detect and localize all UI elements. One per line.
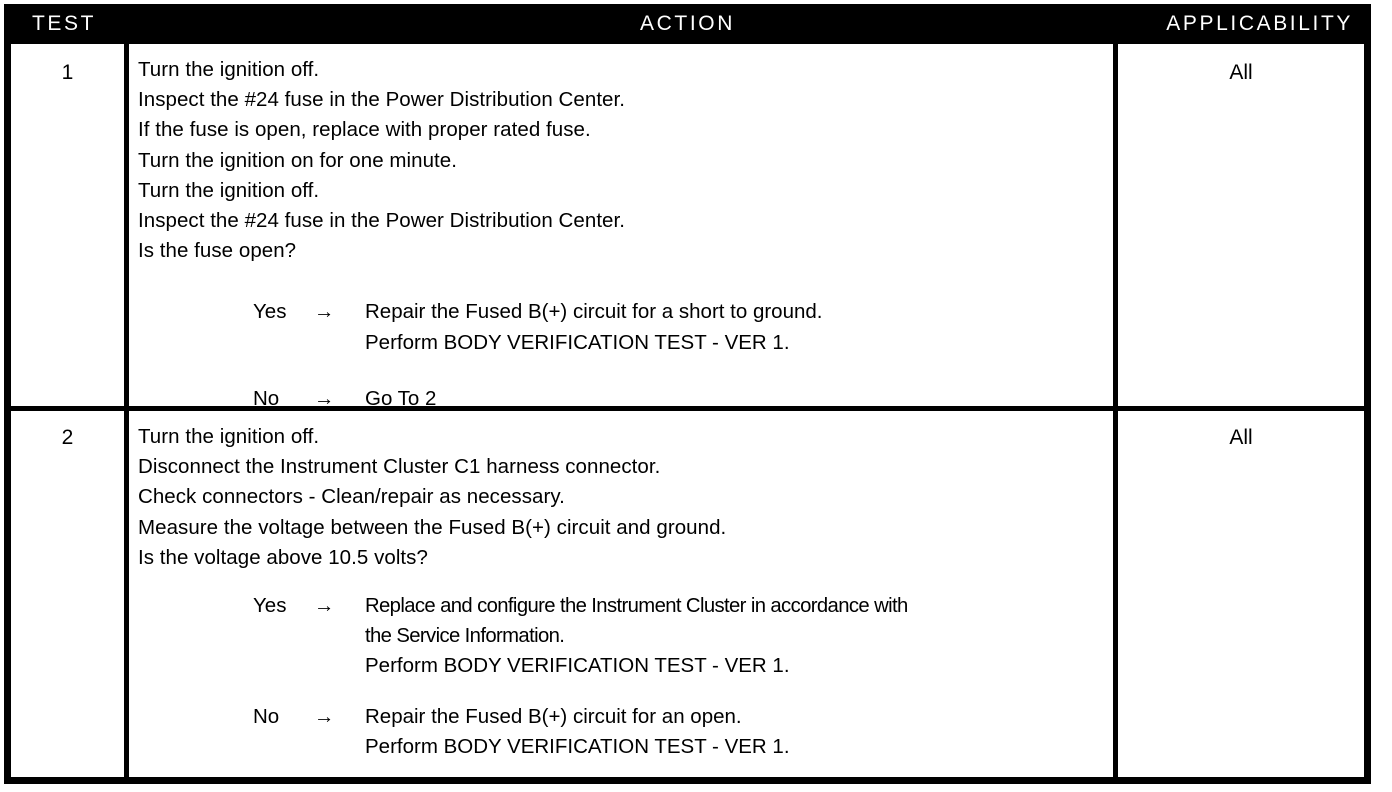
branch-outcome: the Service Information. — [365, 625, 565, 648]
branch-yes-body: Replace and configure the Instrument Clu… — [253, 591, 1114, 682]
action-step-list: Turn the ignition off. Inspect the #24 f… — [129, 55, 1114, 414]
branch-label-no: No — [253, 704, 280, 728]
action-step: Turn the ignition on for one minute. — [138, 148, 457, 172]
branch-outcome: Perform BODY VERIFICATION TEST - VER 1. — [365, 654, 790, 678]
applicability-cell: All — [1229, 61, 1253, 84]
branch-label-yes: Yes — [253, 594, 287, 618]
action-step: Inspect the #24 fuse in the Power Distri… — [138, 88, 626, 112]
column-divider-applicability — [1113, 44, 1118, 780]
branch-outcome: Repair the Fused B(+) circuit for an ope… — [365, 704, 742, 728]
action-step: Turn the ignition off. — [138, 58, 320, 81]
arrow-right-icon: → — [314, 704, 335, 728]
action-step: If the fuse is open, replace with proper… — [138, 118, 591, 142]
action-step-list: Turn the ignition off. Disconnect the In… — [129, 422, 1114, 762]
branch-outcome: Repair the Fused B(+) circuit for a shor… — [365, 300, 823, 324]
table-row: 1 Turn the ignition off. Inspect the #24… — [11, 44, 1381, 410]
action-step-question: Is the voltage above 10.5 volts? — [138, 545, 428, 569]
arrow-right-icon: → — [314, 386, 335, 410]
arrow-right-icon: → — [314, 300, 335, 324]
table-row: 2 Turn the ignition off. Disconnect the … — [11, 411, 1381, 780]
action-step: Check connectors - Clean/repair as neces… — [138, 485, 565, 509]
arrow-right-icon: → — [314, 594, 335, 618]
branch-no: No → Go To 2 — [138, 384, 1114, 414]
column-header-applicability: APPLICABILITY — [1166, 12, 1353, 35]
action-cell: Turn the ignition off. Disconnect the In… — [129, 411, 1114, 762]
branch-outcome: Perform BODY VERIFICATION TEST - VER 1. — [365, 734, 790, 758]
action-step-question: Is the fuse open? — [138, 239, 297, 263]
column-divider-test — [124, 44, 129, 780]
branch-yes-body: Repair the Fused B(+) circuit for a shor… — [253, 297, 1114, 357]
branch-label-no: No — [253, 386, 280, 410]
branch-no-body: Repair the Fused B(+) circuit for an ope… — [253, 702, 1114, 762]
branch-goto-reference[interactable]: Go To 2 — [365, 386, 437, 410]
action-step: Disconnect the Instrument Cluster C1 har… — [138, 455, 661, 479]
branch-yes: Yes → Replace and configure the Instrume… — [138, 591, 1114, 682]
table-header-row: TEST ACTION APPLICABILITY — [4, 4, 1371, 44]
action-step: Inspect the #24 fuse in the Power Distri… — [138, 209, 626, 233]
row-divider — [11, 406, 1364, 411]
test-number-cell: 1 — [61, 61, 74, 84]
action-step: Turn the ignition off. — [138, 425, 320, 448]
branch-label-yes: Yes — [253, 300, 287, 324]
column-header-action: ACTION — [640, 12, 735, 35]
action-cell: Turn the ignition off. Inspect the #24 f… — [129, 44, 1114, 414]
branch-outcome: Replace and configure the Instrument Clu… — [365, 595, 908, 618]
action-step: Turn the ignition off. — [138, 178, 320, 202]
branch-no-body: Go To 2 — [253, 384, 1114, 414]
branch-yes: Yes → Repair the Fused B(+) circuit for … — [138, 297, 1114, 357]
branch-outcome: Perform BODY VERIFICATION TEST - VER 1. — [365, 330, 790, 354]
action-step: Measure the voltage between the Fused B(… — [138, 515, 727, 539]
applicability-cell: All — [1229, 426, 1253, 449]
branch-no: No → Repair the Fused B(+) circuit for a… — [138, 702, 1114, 762]
table-frame — [4, 4, 1371, 784]
test-number-cell: 2 — [61, 426, 74, 449]
column-header-test: TEST — [32, 12, 97, 35]
